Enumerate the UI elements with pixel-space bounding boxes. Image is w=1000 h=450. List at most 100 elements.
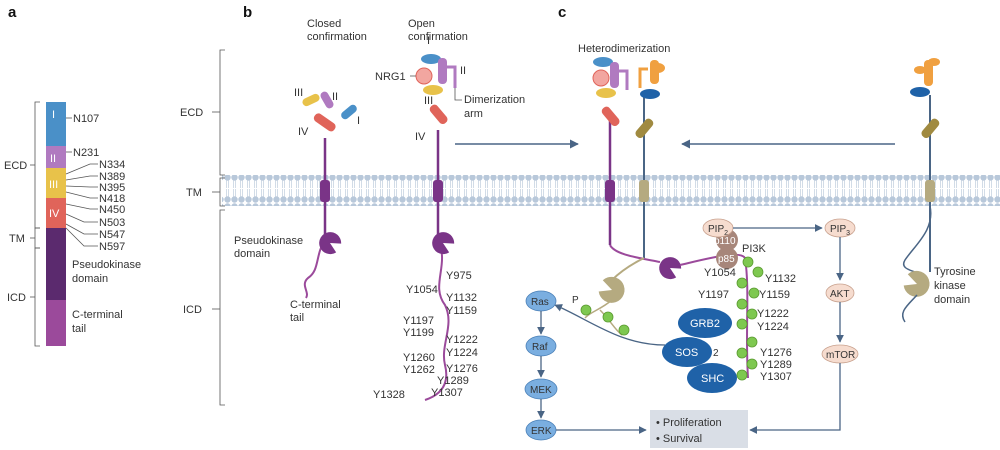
c-terminal-label-line1: C-terminal (72, 309, 123, 321)
region-tm: TM (9, 233, 25, 245)
region-ecd: ECD (180, 107, 203, 119)
panel-b: ECD TM ICD Closed confirmation III II I … (180, 18, 525, 406)
tyrosine-label: Y1307 (431, 387, 463, 399)
domain-III-label: III (49, 179, 58, 191)
panel-c: Heterodimerization (455, 43, 976, 448)
domain-III-block (46, 168, 66, 198)
tyrosine-label: Y1159 (759, 289, 790, 301)
phospho-p-label: P (572, 295, 579, 306)
closed-domain-III: III (294, 87, 303, 99)
raf-label: Raf (532, 342, 548, 353)
glyco-site: N107 (73, 113, 99, 125)
tyrosine-label: Y1224 (446, 347, 478, 359)
domain-I-block (46, 102, 66, 146)
pseudokinase-label-line1: Pseudokinase (72, 259, 141, 271)
open-title-line2: confirmation (408, 31, 468, 43)
tyrosine-label: Y1222 (446, 334, 478, 346)
dimerization-arm-line1: Dimerization (464, 94, 525, 106)
glyco-site: N231 (73, 147, 99, 159)
open-domain-IV: IV (415, 131, 426, 143)
glyco-site: N503 (99, 217, 125, 229)
glyco-site: N418 (99, 193, 125, 205)
tyrosine-label: Y1289 (437, 375, 469, 387)
glyco-site: N334 (99, 159, 125, 171)
arrow-mtor-outcome (749, 363, 841, 434)
domain-II-block (46, 146, 66, 168)
sos-overlap-text: 2 (713, 348, 719, 359)
tyrosine-label: Y1289 (760, 359, 792, 371)
tk-domain-line3: domain (934, 294, 970, 306)
tyrosine-label: Y1132 (765, 273, 796, 285)
egfr-phospho-sites (580, 304, 630, 336)
shc-node (687, 363, 737, 393)
domain-II-label: II (50, 153, 56, 165)
tk-domain-line1: Tyrosine (934, 266, 976, 278)
glyco-site: N597 (99, 241, 125, 253)
glyco-site: N395 (99, 182, 125, 194)
tyrosine-label: Y1260 (403, 352, 435, 364)
region-icd: ICD (183, 304, 202, 316)
pip2-label: PIP2 (708, 224, 728, 237)
open-domain-II: II (460, 65, 466, 77)
closed-receptor (302, 91, 357, 299)
p85-subunit (716, 247, 738, 269)
closed-domain-I: I (357, 115, 360, 127)
grb2-label: GRB2 (690, 318, 720, 330)
tyrosine-label: Y1307 (760, 371, 792, 383)
p85-label: p85 (718, 254, 735, 265)
c-terminal-block (46, 300, 66, 346)
glyco-site: N389 (99, 171, 125, 183)
closed-title-line1: Closed (307, 18, 341, 30)
open-domain-III: III (424, 95, 433, 107)
tyrosine-label: Y1328 (373, 389, 405, 401)
region-ecd: ECD (4, 160, 27, 172)
pseudokinase-label-line1: Pseudokinase (234, 235, 303, 247)
open-domain-I: I (427, 35, 430, 47)
akt-label: AKT (830, 289, 849, 300)
region-icd: ICD (7, 292, 26, 304)
shc-label: SHC (701, 373, 724, 385)
outcome-survival: • Survival (656, 433, 702, 445)
panel-letter-c: c (558, 4, 566, 21)
c-terminal-label-line1: C-terminal (290, 299, 341, 311)
mek-label: MEK (530, 385, 552, 396)
domain-IV-block (46, 198, 66, 228)
egfr-receptor-dimer (584, 60, 665, 336)
tyrosine-label: Y1159 (446, 305, 477, 317)
ecd-bracket (34, 101, 40, 229)
sos-label: SOS (675, 347, 698, 359)
tyrosine-label: Y1199 (403, 327, 434, 339)
tyrosine-label: Y975 (446, 270, 472, 282)
tyrosine-label: Y1197 (403, 315, 434, 327)
glyco-site: N450 (99, 204, 125, 216)
sos-node (662, 337, 712, 367)
c-terminal-label-line2: tail (72, 323, 86, 335)
tyrosine-label: Y1276 (446, 363, 478, 375)
pseudokinase-block (46, 228, 66, 300)
glyco-leaders (65, 117, 98, 247)
heterodimerization-title: Heterodimerization (578, 43, 670, 55)
tyrosine-label: Y1132 (446, 292, 477, 304)
arrow-sos-ras (554, 304, 666, 346)
tk-domain-line2: kinase (934, 280, 966, 292)
c-terminal-label-line2: tail (290, 312, 304, 324)
domain-IV-label: IV (49, 208, 60, 220)
mtor-label: mTOR (826, 350, 855, 361)
her3-phospho-sites (736, 256, 764, 381)
ras-label: Ras (531, 297, 549, 308)
open-receptor (415, 54, 457, 401)
tm-bracket (34, 227, 40, 249)
glyco-site: N547 (99, 229, 125, 241)
outcome-box (650, 410, 748, 448)
region-tm: TM (186, 187, 202, 199)
tyrosine-label: Y1262 (403, 364, 435, 376)
erk-label: ERK (531, 426, 552, 437)
grb2-node (678, 308, 732, 338)
icd-bracket (34, 247, 40, 347)
egfr-receptor-free (901, 58, 940, 323)
tyrosine-label: Y1054 (406, 284, 438, 296)
closed-domain-II: II (332, 91, 338, 103)
pip3-label: PIP3 (830, 224, 850, 237)
outcome-proliferation: • Proliferation (656, 417, 722, 429)
